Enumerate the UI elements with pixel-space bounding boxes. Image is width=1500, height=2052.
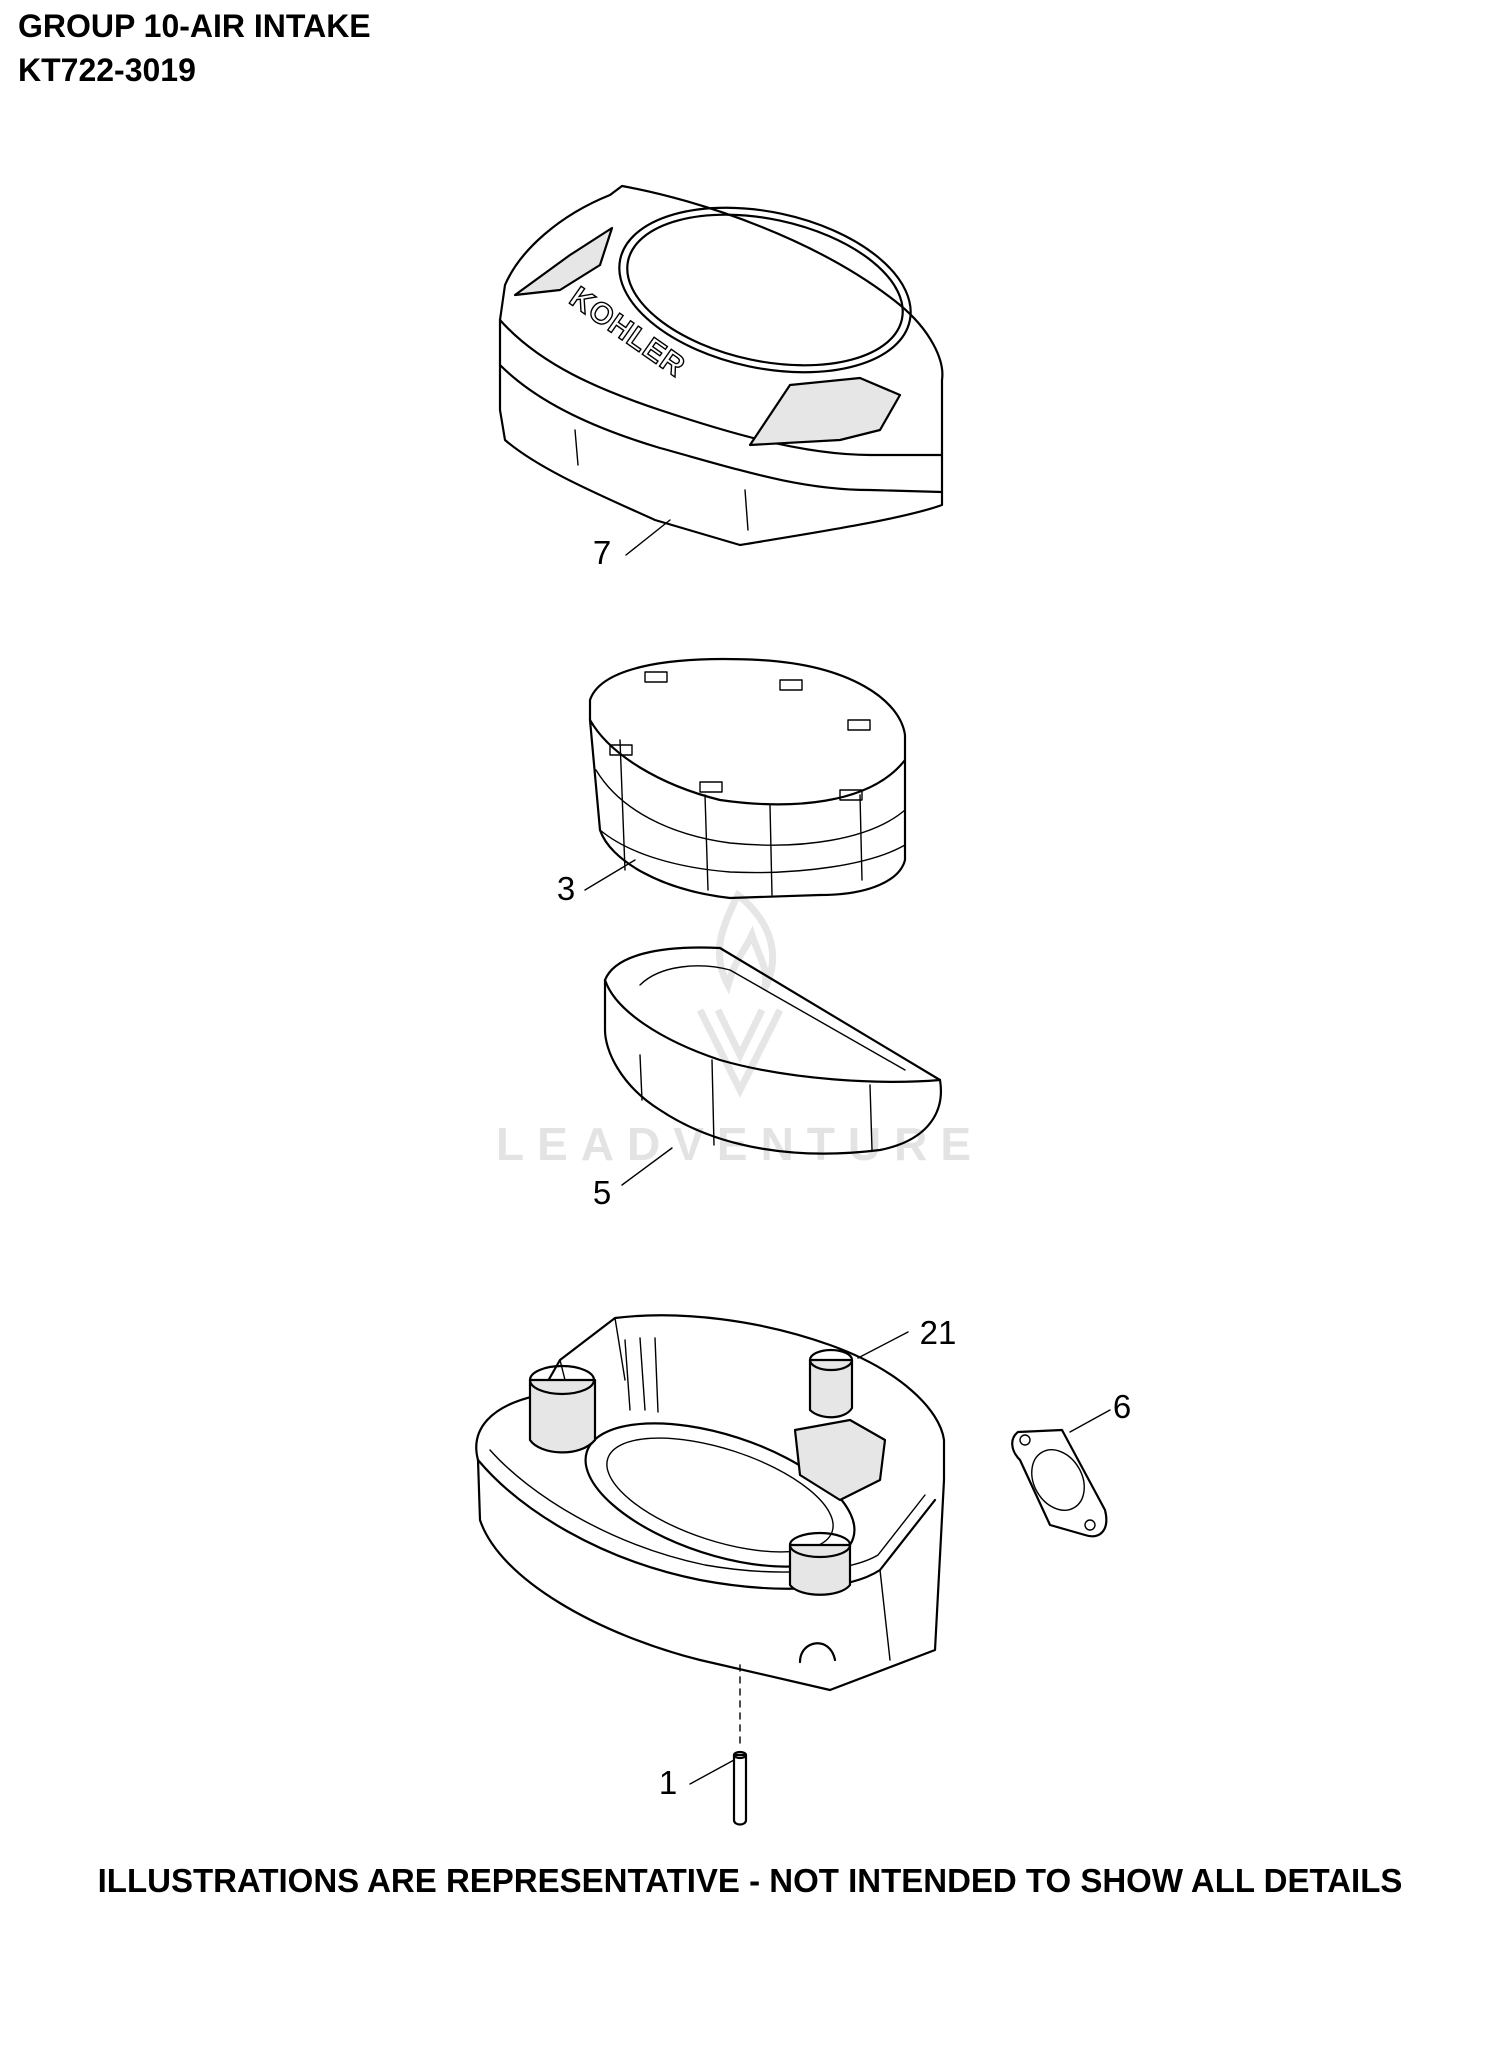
air-cleaner-base: [475, 1314, 946, 1692]
watermark-text: LEADVENTURE: [496, 1118, 984, 1170]
pin: [732, 1664, 748, 1826]
group-title: GROUP 10-AIR INTAKE: [18, 8, 371, 44]
leader-lines: [584, 519, 1111, 1785]
gasket: [1011, 1428, 1108, 1538]
air-filter-element: [588, 657, 907, 900]
watermark: LEADVENTURE: [496, 889, 984, 1170]
model-number: KT722-3019: [18, 52, 196, 88]
callout-cover: 7: [593, 534, 611, 571]
callout-base: 21: [920, 1314, 957, 1351]
air-cleaner-cover: KOHLER: [498, 184, 944, 547]
watermark-logo: [696, 889, 784, 1098]
callout-element: 3: [557, 870, 575, 907]
callout-precleaner: 5: [593, 1174, 611, 1211]
callout-pin: 1: [659, 1764, 677, 1801]
callout-gasket: 6: [1113, 1388, 1131, 1425]
footer-disclaimer: ILLUSTRATIONS ARE REPRESENTATIVE - NOT I…: [97, 1862, 1403, 1899]
page-header: GROUP 10-AIR INTAKE KT722-3019: [18, 4, 371, 92]
pre-cleaner: [603, 946, 942, 1155]
